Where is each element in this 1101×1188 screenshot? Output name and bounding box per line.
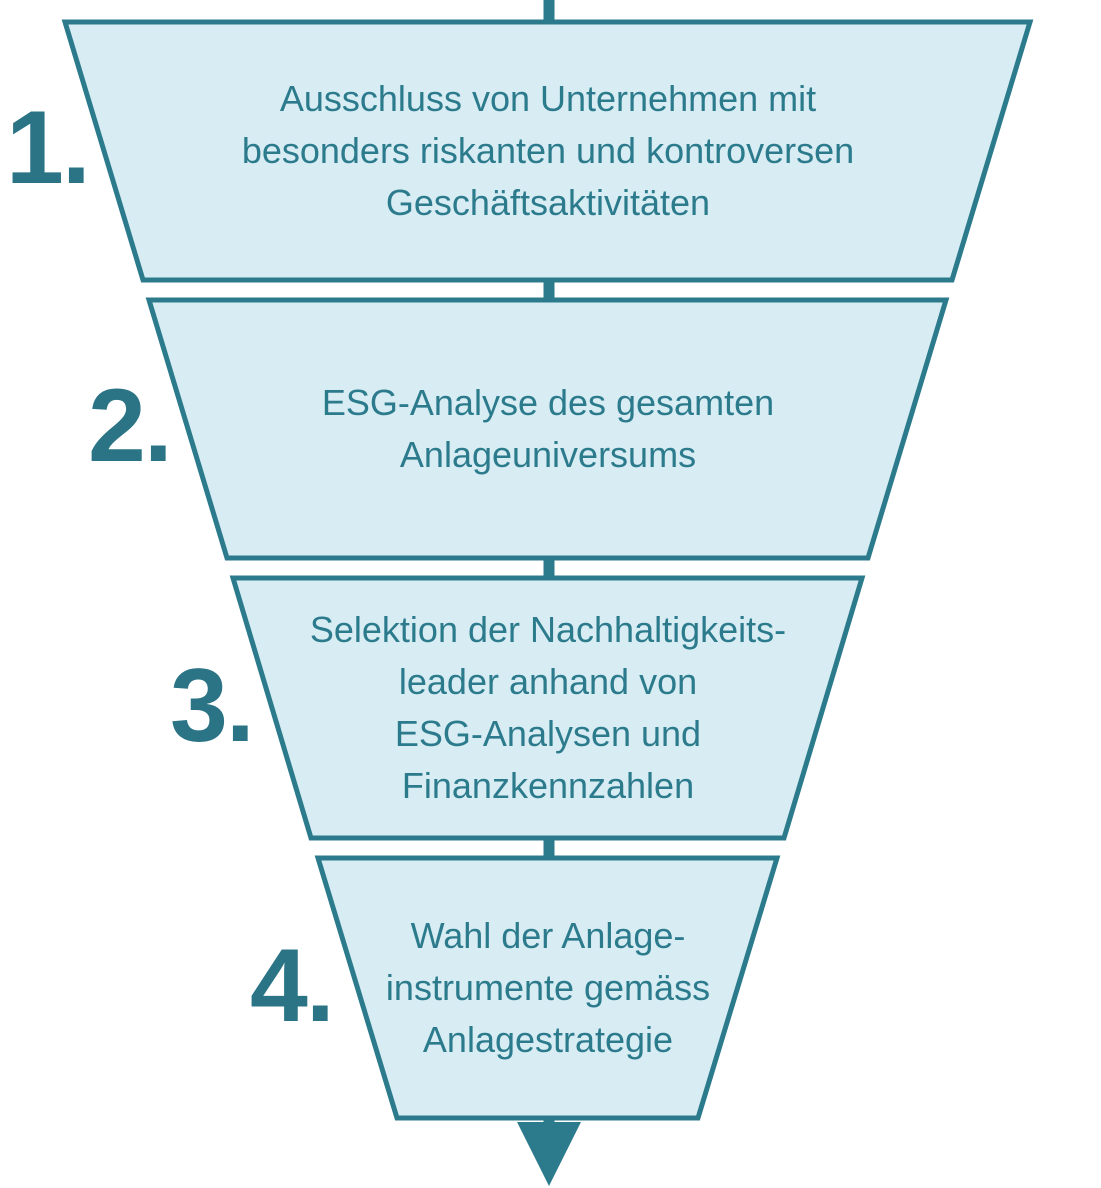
stage-1-label: Ausschluss von Unternehmen mit besonders… [241, 77, 855, 224]
funnel-stage-4-shape [314, 855, 781, 1121]
funnel-stage-2-shape [145, 297, 950, 561]
stage-3-number: 3. [170, 648, 255, 764]
funnel-stage-1-shape [61, 19, 1034, 283]
stage-4-number: 4. [250, 928, 335, 1044]
stage-2-number: 2. [88, 368, 173, 484]
stage-1-number: 1. [6, 90, 91, 206]
stage-3-label: Selektion der Nachhaltigkeits- leader an… [309, 608, 787, 807]
funnel-stage-3-shape [229, 575, 866, 841]
stage-2-label: ESG-Analyse des gesamten Anlageuniversum… [321, 381, 775, 475]
stage-4-label: Wahl der Anlage- instrumente gemäss Anla… [385, 914, 711, 1061]
arrow-down-icon [517, 1122, 581, 1186]
